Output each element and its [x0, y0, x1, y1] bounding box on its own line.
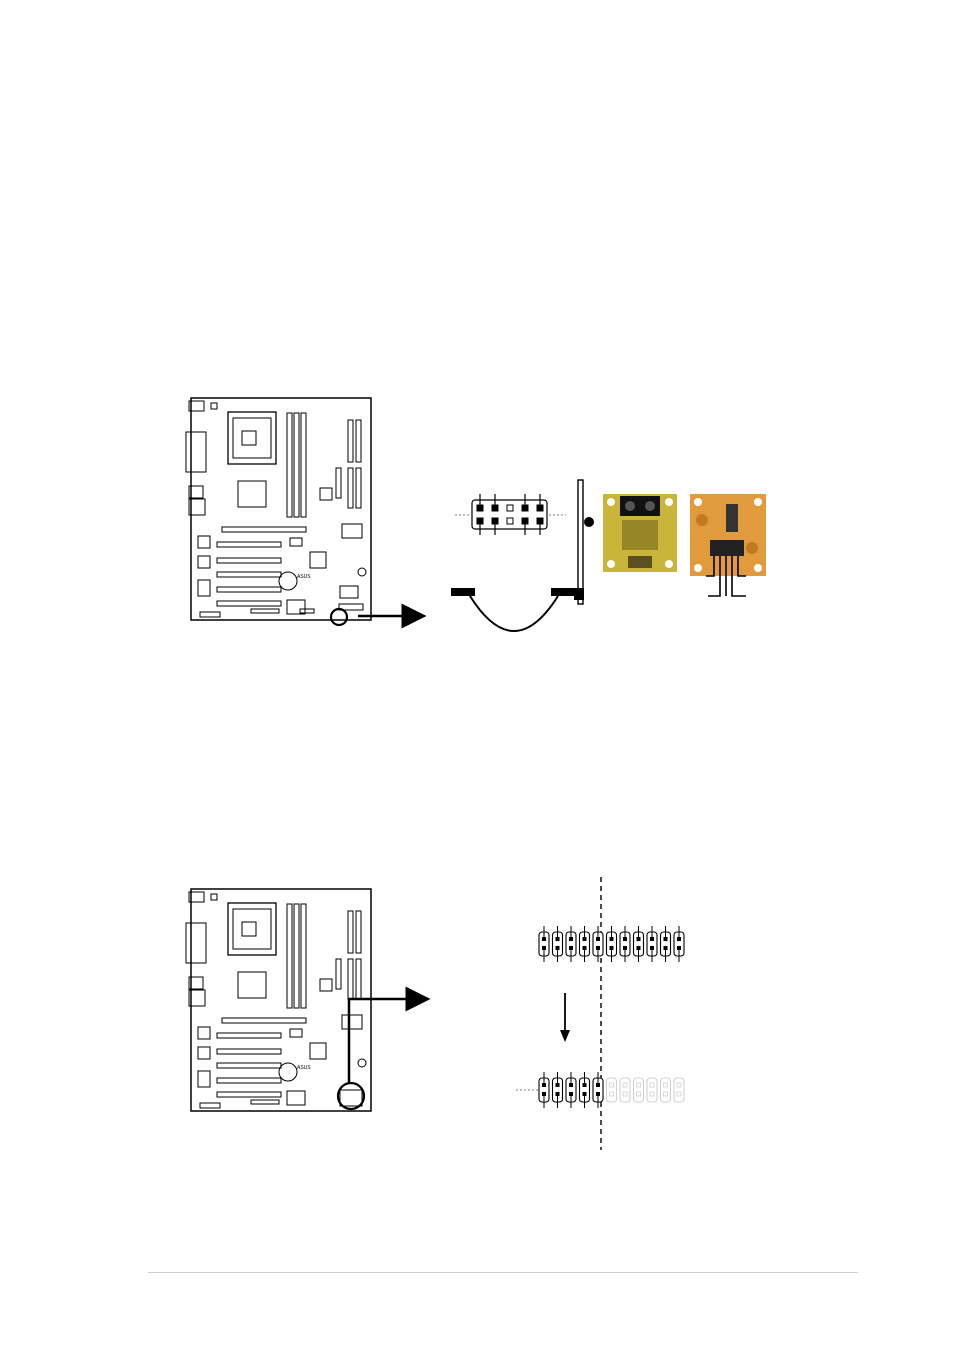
- pin-header-2x5: [455, 494, 566, 535]
- down-arrow-icon: [560, 993, 570, 1042]
- pin: [583, 1083, 587, 1087]
- pin: [637, 1083, 641, 1087]
- unused-pin-slot: [607, 1078, 617, 1102]
- pin: [677, 1083, 681, 1087]
- unused-pin-slot: [620, 1078, 630, 1102]
- pin: [610, 937, 614, 941]
- svg-text:ASUS: ASUS: [297, 1065, 311, 1071]
- pin: [596, 937, 600, 941]
- pin: [623, 937, 627, 941]
- pin: [650, 1083, 654, 1087]
- pin: [650, 937, 654, 941]
- module-board-top: [603, 494, 677, 572]
- pin: [596, 1092, 600, 1096]
- pin: [637, 946, 641, 950]
- pin: [569, 1092, 573, 1096]
- pin: [556, 1092, 560, 1096]
- pin-header-full: [539, 926, 684, 962]
- pin: [664, 946, 668, 950]
- pin: [623, 1092, 627, 1096]
- unused-pin-slot: [634, 1078, 644, 1102]
- unused-pin-slot: [661, 1078, 671, 1102]
- pin: [556, 1083, 560, 1087]
- pin: [569, 1083, 573, 1087]
- pin-top: [522, 505, 528, 511]
- pin-top: [507, 505, 513, 511]
- pin-bottom: [522, 518, 528, 524]
- pin-bottom: [492, 518, 498, 524]
- pin: [623, 1083, 627, 1087]
- pin-header-reduced: [516, 1072, 684, 1108]
- pin: [650, 946, 654, 950]
- pin-top: [537, 505, 543, 511]
- pin: [664, 1083, 668, 1087]
- unused-pin-slot: [647, 1078, 657, 1102]
- pin-bottom: [507, 518, 513, 524]
- pin: [677, 1092, 681, 1096]
- pin: [596, 946, 600, 950]
- pin: [556, 946, 560, 950]
- module-board-bottom: [690, 494, 766, 596]
- pin: [542, 1083, 546, 1087]
- pin: [677, 937, 681, 941]
- pin-top: [492, 505, 498, 511]
- pin: [664, 1092, 668, 1096]
- pin: [542, 946, 546, 950]
- pin: [569, 946, 573, 950]
- motherboard-layout-2: ASUS: [186, 889, 371, 1111]
- pin: [610, 1092, 614, 1096]
- pin: [650, 1092, 654, 1096]
- unused-pin-slot: [674, 1078, 684, 1102]
- pin: [542, 1092, 546, 1096]
- pin: [664, 937, 668, 941]
- pin: [677, 946, 681, 950]
- pin: [583, 946, 587, 950]
- svg-text:ASUS: ASUS: [297, 574, 311, 580]
- pin: [623, 946, 627, 950]
- pin: [569, 937, 573, 941]
- pin-bottom: [477, 518, 483, 524]
- footer-rule: [148, 1272, 858, 1273]
- pin: [596, 1083, 600, 1087]
- pin: [556, 937, 560, 941]
- motherboard-layout-1: ASUS: [186, 398, 371, 625]
- pin-bottom: [537, 518, 543, 524]
- pin: [637, 1092, 641, 1096]
- pin: [542, 937, 546, 941]
- pin: [637, 937, 641, 941]
- pin: [610, 1083, 614, 1087]
- pin: [583, 937, 587, 941]
- pin: [583, 1092, 587, 1096]
- pin: [610, 946, 614, 950]
- pin-top: [477, 505, 483, 511]
